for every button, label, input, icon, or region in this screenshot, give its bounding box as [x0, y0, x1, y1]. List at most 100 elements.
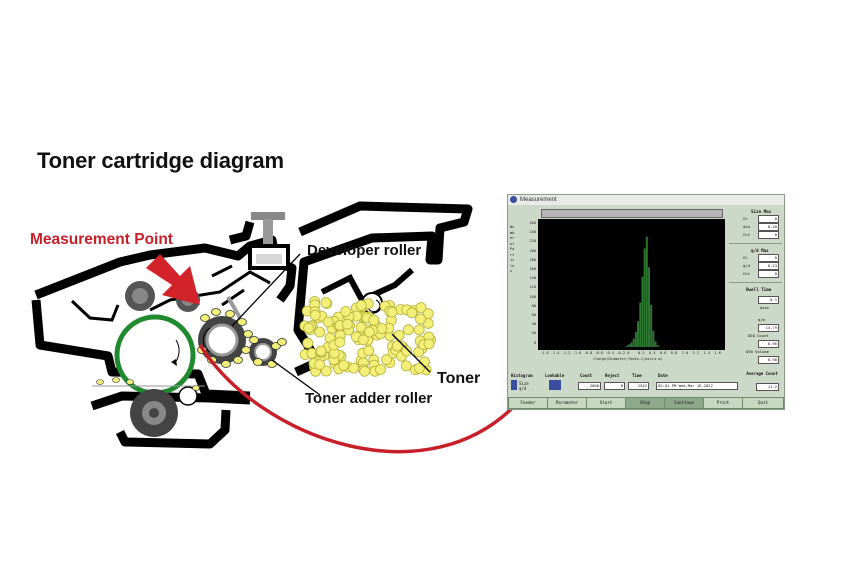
histogram-bar [632, 338, 635, 347]
toner-particle [413, 346, 425, 358]
start-button[interactable]: Start [586, 397, 626, 409]
x-tick-label: -1.4 [550, 351, 560, 355]
x-tick-label: 1.2 [692, 351, 700, 355]
d50-volume-label: D50 Volume [746, 349, 769, 354]
toner-particle [386, 306, 398, 318]
histogram-bar [637, 321, 640, 347]
cartridge-clip [248, 212, 290, 270]
x-tick-label: 1.6 [714, 351, 721, 355]
y-tick-label: 60 [531, 313, 536, 317]
histogram-bar [639, 302, 642, 347]
x-tick-label: 0.4 [649, 351, 656, 355]
toner-particle [315, 345, 327, 357]
quit-button[interactable]: Quit [742, 397, 784, 409]
reject-label: Reject [605, 373, 620, 378]
histogram-bar [641, 276, 644, 347]
toner-particle [391, 340, 403, 352]
toner-particle [413, 362, 425, 374]
lookable-toggle[interactable] [549, 380, 561, 390]
print-button[interactable]: Print [703, 397, 743, 409]
d50-count-value: 8.96 [758, 340, 779, 348]
x-tick-label: 1.0 [681, 351, 689, 355]
charged-toner-particle [253, 358, 263, 366]
window-title: Measurement [520, 197, 557, 203]
continue-button[interactable]: Continue [664, 397, 704, 409]
toner-particle [309, 309, 321, 321]
count-label: Count [580, 373, 593, 378]
toner-particle [357, 334, 369, 346]
histogram-bar [654, 341, 657, 347]
button-row: Feeder Parameter Start Stop Continue Pri… [508, 397, 784, 409]
date-value: 02:01 PM Wed,Mar 16,2022 [656, 382, 738, 390]
y-tick-label: 220 [529, 239, 537, 244]
callout-lines [231, 253, 431, 396]
toner-particle [375, 364, 386, 375]
y-tick-label: 260 [529, 221, 537, 225]
toner-label: Toner [437, 370, 481, 387]
histogram-bar [656, 345, 659, 347]
toner-particle [320, 365, 332, 377]
toner-particle [355, 321, 367, 333]
y-axis-label: Number of Particles [510, 225, 515, 273]
histogram-bar [645, 236, 648, 347]
charged-toner-particle [249, 336, 259, 344]
dwell-time-value: 0.1 [758, 296, 779, 304]
x-axis-label: Charge/Diameter(femto-C/micro-m) [593, 357, 663, 361]
toner-particle [303, 322, 315, 334]
toner-particle [302, 337, 314, 349]
size-max-ch-value: 0 [758, 215, 779, 223]
time-value: 1542 [628, 382, 649, 390]
y-tick-label: 200 [529, 248, 537, 253]
histogram-bar [634, 331, 637, 347]
qd-max-title: q/d Max [751, 248, 769, 253]
progress-bar [541, 209, 723, 218]
size-max-cnt-value: 0 [758, 231, 779, 239]
toner-particle [359, 365, 371, 377]
charged-toner-particle [277, 338, 287, 346]
toner-particle [363, 326, 375, 338]
qd-max-ch-label: Ch [743, 255, 748, 260]
measurement-window: Measurement Number of Particles Charge/D… [507, 194, 785, 410]
histogram-mode[interactable]: Size q/d [519, 381, 529, 391]
toner-particle [341, 318, 353, 330]
parameter-button[interactable]: Parameter [547, 397, 587, 409]
size-max-dia-value: 8.20 [758, 223, 779, 231]
app-logo-icon [510, 196, 517, 203]
y-tick-label: 40 [531, 322, 536, 327]
charged-toner-particle [211, 308, 221, 316]
size-max-title: Size Max [751, 209, 772, 214]
histogram-bar [650, 304, 653, 347]
toner-particle [340, 306, 352, 317]
feeder-button[interactable]: Feeder [508, 397, 548, 409]
charged-toner-particle [225, 310, 235, 318]
histogram-mode-icon[interactable] [511, 380, 517, 390]
developer-roller [198, 316, 246, 364]
charged-toner-particle [200, 314, 210, 322]
paper-toner-particle [192, 385, 200, 391]
histogram-bar [648, 267, 650, 347]
x-tick-label: 0.2 [638, 351, 645, 355]
histogram-bar [626, 345, 629, 347]
x-tick-label: 0.8 [670, 351, 678, 355]
y-tick-label: 240 [529, 230, 537, 235]
x-tick-label: 0.6 [659, 351, 667, 355]
x-tick-label: -0.2 [616, 351, 625, 355]
qd-max-cnt-value: 0 [758, 270, 779, 278]
paper-toner-particle [112, 377, 120, 383]
measurement-arrow [146, 254, 200, 305]
histogram-bar [652, 330, 655, 347]
histogram-bar [628, 344, 631, 347]
stop-button[interactable]: Stop [625, 397, 665, 409]
y-tick-label: 140 [529, 276, 537, 281]
x-tick-label: -1.6 [540, 351, 549, 355]
toner-particle [400, 360, 412, 372]
toner-adder-roller-label: Toner adder roller [305, 390, 433, 407]
toner-particle [402, 324, 414, 336]
paper-toner-particle [126, 379, 134, 385]
histogram-bar [630, 342, 633, 347]
qd-max-ch-value: 0 [758, 254, 779, 262]
time-label: Time [632, 373, 642, 378]
roller-toner-particles [197, 308, 287, 368]
size-max-cnt-label: Cnt [743, 232, 750, 237]
